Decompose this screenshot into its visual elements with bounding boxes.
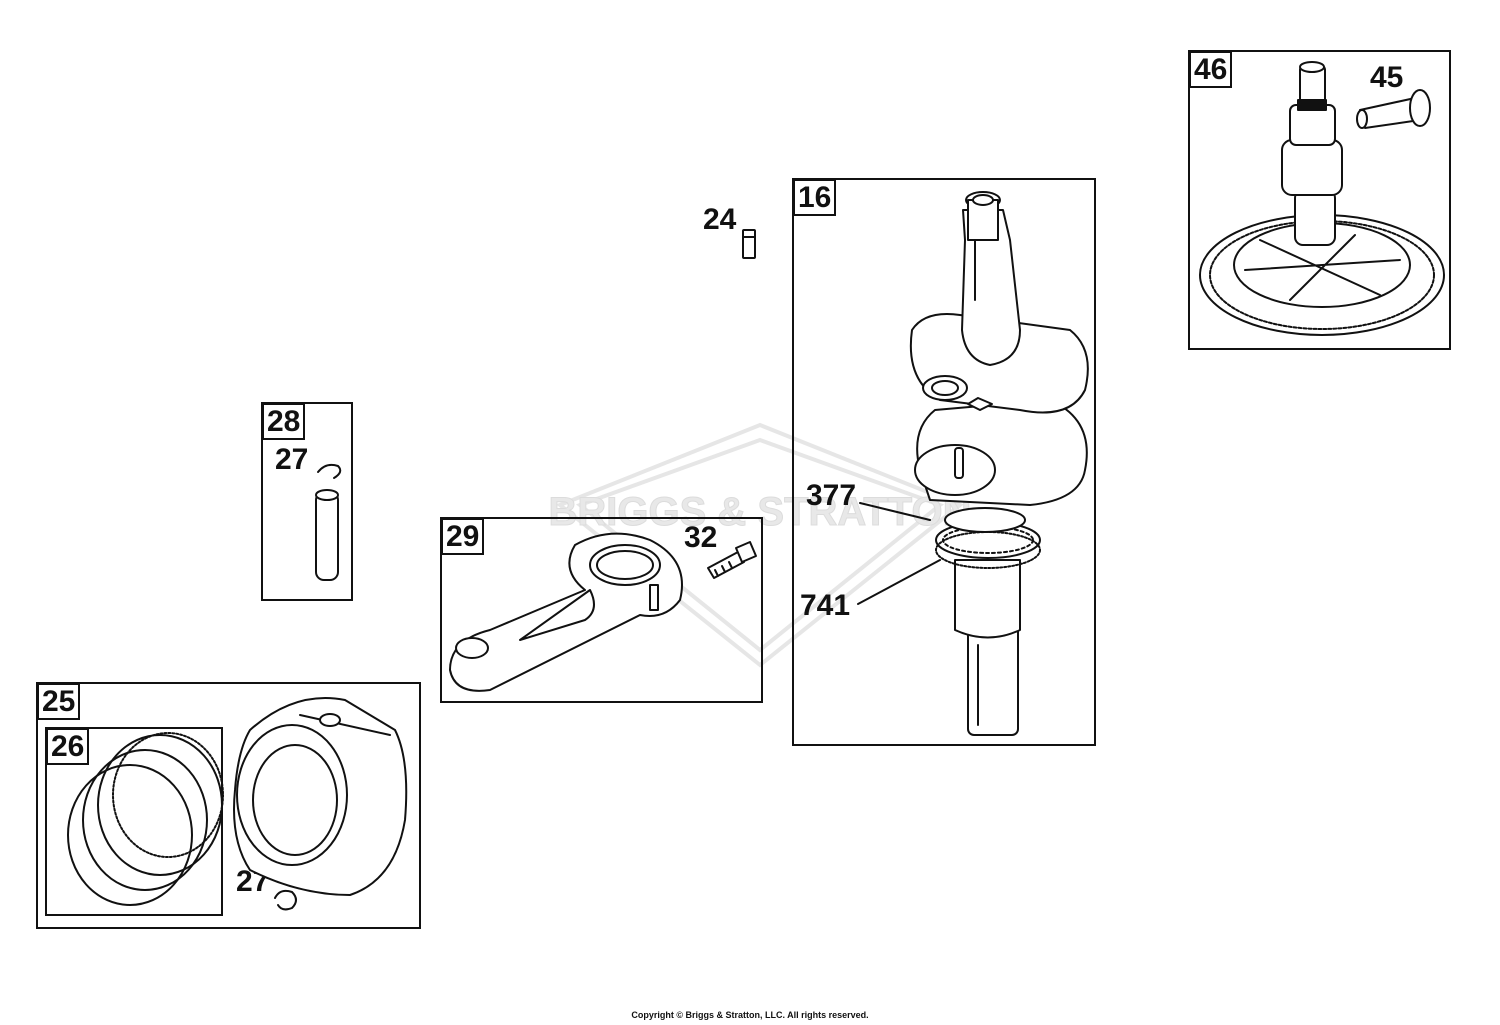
group-box-46: 46 bbox=[1188, 50, 1451, 350]
camshaft-part-46 bbox=[1199, 61, 1445, 336]
crankshaft-part-16 bbox=[857, 191, 1089, 736]
group-label-16: 16 bbox=[793, 179, 837, 216]
piston-rings-part-26 bbox=[67, 732, 224, 906]
callout-45: 45 bbox=[1370, 61, 1404, 94]
callout-377: 377 bbox=[806, 479, 857, 512]
group-label-26: 26 bbox=[46, 728, 90, 765]
piston-part-25 bbox=[233, 697, 408, 896]
pin-part-45 bbox=[1356, 89, 1431, 129]
gear-part-741 bbox=[935, 531, 1041, 569]
connecting-rod-part-29 bbox=[449, 532, 683, 692]
key-part-24 bbox=[742, 229, 756, 259]
group-label-25: 25 bbox=[37, 683, 81, 720]
callout-32: 32 bbox=[684, 521, 718, 554]
callout-27-pin: 27 bbox=[275, 443, 309, 476]
group-box-28: 28 bbox=[261, 402, 353, 601]
piston-pin-part-28 bbox=[315, 463, 342, 581]
group-box-26: 26 bbox=[45, 727, 223, 916]
bolt-part-32 bbox=[707, 541, 757, 579]
group-label-28: 28 bbox=[262, 403, 306, 440]
callout-741: 741 bbox=[800, 589, 851, 622]
group-label-29: 29 bbox=[441, 518, 485, 555]
group-box-25: 25 bbox=[36, 682, 421, 929]
group-box-29: 29 bbox=[440, 517, 763, 703]
copyright-notice: Copyright © Briggs & Stratton, LLC. All … bbox=[631, 1010, 869, 1020]
retaining-clip-part-27 bbox=[274, 889, 297, 911]
group-box-16: 16 bbox=[792, 178, 1096, 746]
group-label-46: 46 bbox=[1189, 51, 1233, 88]
callout-24: 24 bbox=[703, 203, 737, 236]
